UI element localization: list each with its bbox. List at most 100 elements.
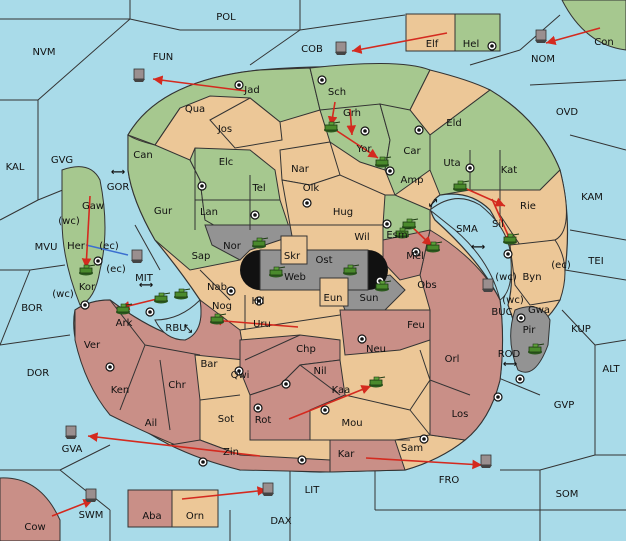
region-label-Tel: Tel [251, 183, 265, 194]
region-pir[interactable] [510, 306, 551, 373]
region-label-Cow: Cow [24, 522, 45, 533]
region-cow[interactable] [0, 477, 61, 541]
region-label-Byn: Byn [522, 272, 541, 283]
army-icon[interactable] [402, 218, 419, 230]
region-label-GVA: GVA [62, 444, 83, 455]
army-icon[interactable] [503, 233, 520, 245]
army-icon[interactable] [210, 313, 227, 325]
region-gaw-her-kor[interactable] [61, 166, 106, 306]
region-label-Mel: Mel [406, 251, 424, 262]
region-label-Chp: Chp [296, 344, 316, 355]
supply-center-icon [317, 75, 327, 85]
supply-center-icon [226, 286, 236, 296]
supply-center-icon [234, 366, 244, 376]
region-label-Gwa: Gwa [528, 305, 550, 316]
army-icon[interactable] [252, 237, 269, 249]
army-icon[interactable] [395, 227, 412, 239]
region-nor[interactable] [204, 224, 293, 261]
region-label-Chr: Chr [168, 380, 186, 391]
mit-double-arrow-icon: ⟷ [139, 280, 153, 291]
supply-center-icon [105, 362, 115, 372]
region-label-TEI: TEI [587, 256, 603, 267]
army-icon[interactable] [343, 264, 360, 276]
region-label-Sun: Sun [359, 293, 378, 304]
region-label-Eun: Eun [324, 293, 343, 304]
region-label-Web: Web [284, 272, 306, 283]
army-icon[interactable] [528, 343, 545, 355]
units [65, 29, 547, 502]
region-eun[interactable] [319, 277, 349, 307]
region-uta-kat[interactable] [429, 89, 561, 196]
region-label-ALT: ALT [602, 364, 620, 375]
supply-center-icon [250, 210, 260, 220]
region-label-DOR: DOR [27, 368, 50, 379]
order-arrow [152, 75, 247, 92]
orders [51, 27, 601, 517]
region-label-Qwi: Qwi [231, 370, 250, 381]
region-label-Nar: Nar [291, 164, 310, 175]
fleet-icon[interactable] [335, 41, 347, 55]
region-label-BOR: BOR [21, 303, 43, 314]
region-label-Los: Los [452, 409, 469, 420]
region-label-KAM: KAM [581, 192, 603, 203]
supply-center-icon [281, 379, 291, 389]
supply-center-icon [360, 126, 370, 136]
fleet-icon[interactable] [480, 454, 492, 468]
army-icon[interactable] [174, 288, 191, 300]
region-label-Gaw: Gaw [82, 201, 104, 212]
army-icon[interactable] [79, 264, 96, 276]
fleet-icon[interactable] [133, 68, 145, 82]
sma-double-arrow-icon: ⟷ [471, 242, 485, 253]
region-jos[interactable] [209, 97, 283, 149]
fleet-icon[interactable] [85, 488, 97, 502]
fleet-icon[interactable] [535, 29, 547, 43]
army-icon[interactable] [116, 303, 133, 315]
coast-arrows: ⟷⟷⟷⟷⤡⤢ [111, 167, 517, 370]
supply-center-icon [80, 300, 90, 310]
region-label-Sch: Sch [328, 87, 346, 98]
region-label-POL: POL [216, 12, 236, 23]
region-label-ec2: (ec) [106, 264, 126, 275]
army-icon[interactable] [375, 156, 392, 168]
region-label-Sap: Sap [192, 251, 211, 262]
supply-center-icon [234, 80, 244, 90]
army-icon[interactable] [369, 376, 386, 388]
army-icon[interactable] [375, 280, 392, 292]
fleet-icon[interactable] [482, 278, 494, 292]
army-icon[interactable] [269, 266, 286, 278]
region-aba[interactable] [127, 489, 173, 528]
region-label-NVM: NVM [33, 47, 56, 58]
supply-center-icon [414, 125, 424, 135]
region-label-Mou: Mou [341, 418, 362, 429]
army-icon[interactable] [324, 121, 341, 133]
region-obs-orl-los[interactable] [419, 229, 503, 441]
supply-center-icon [145, 307, 155, 317]
fleet-icon[interactable] [262, 482, 274, 496]
region-label-KUP: KUP [571, 324, 591, 335]
supply-center-icon [320, 405, 330, 415]
order-arrow [459, 185, 506, 207]
region-byn-gwa[interactable] [509, 239, 566, 306]
army-icon[interactable] [453, 180, 470, 192]
region-skr[interactable] [280, 235, 308, 265]
supply-center-icon [503, 249, 513, 259]
region-label-BUC: BUC [491, 307, 512, 318]
fleet-icon[interactable] [65, 425, 77, 439]
region-label-ec3: (ec) [551, 260, 571, 271]
army-icon[interactable] [154, 292, 171, 304]
region-label-Lan: Lan [200, 207, 218, 218]
region-esm[interactable] [382, 194, 431, 241]
region-label-Uru: Uru [253, 319, 271, 330]
fleet-icon[interactable] [131, 249, 143, 263]
supply-center-icon [253, 403, 263, 413]
sea-rbu[interactable] [154, 298, 202, 341]
region-feu-neu[interactable] [339, 309, 431, 356]
gor-double-arrow-icon: ⟷ [111, 167, 125, 178]
army-icon[interactable] [426, 241, 443, 253]
region-label-Neu: Neu [366, 344, 386, 355]
rod-double-arrow-icon: ⟷ [503, 359, 517, 370]
region-label-Wil: Wil [354, 232, 369, 243]
region-qua-jad[interactable] [127, 67, 321, 146]
rbu-diag-arrow-icon: ⤡ [184, 324, 192, 335]
